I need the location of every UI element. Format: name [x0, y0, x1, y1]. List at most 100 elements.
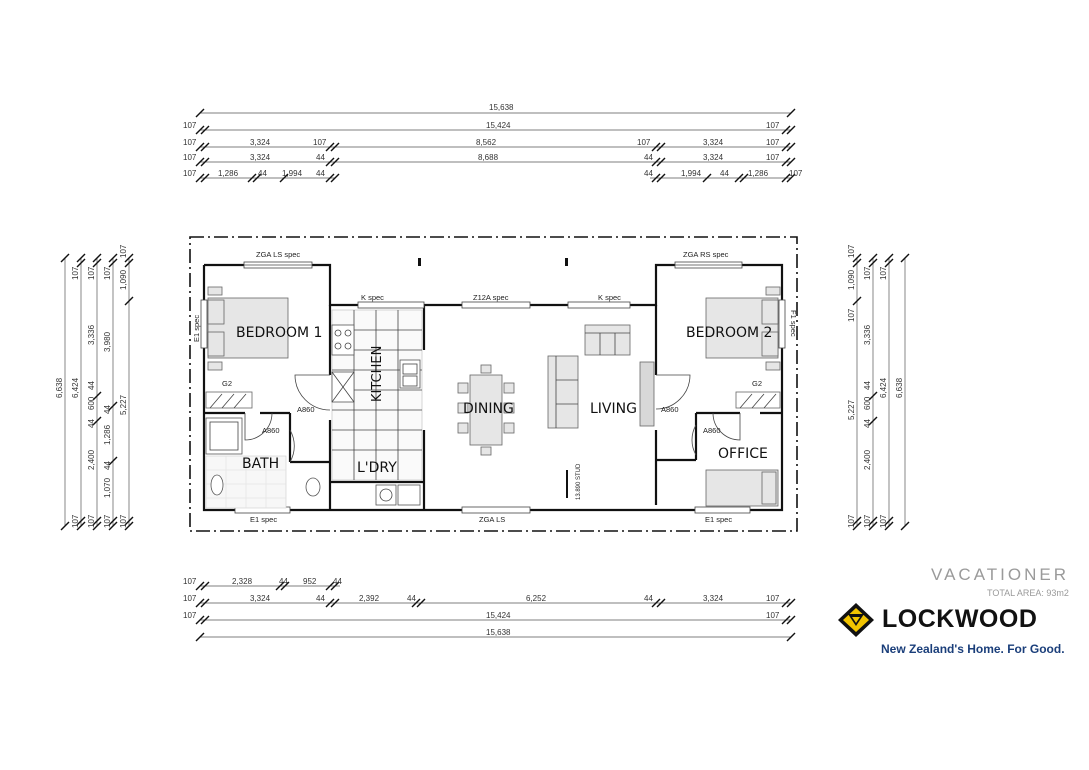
spec-label: A860: [661, 405, 679, 414]
lockwood-logo-icon: [838, 603, 874, 637]
dim-label: 1,070: [103, 477, 112, 498]
dim-label: 5,227: [119, 394, 128, 415]
dim-label: 107: [847, 514, 856, 528]
furniture: [205, 286, 781, 509]
dim-label: 44: [720, 169, 729, 178]
dim-label: 1,090: [119, 269, 128, 290]
dim-label: 2,392: [359, 594, 380, 603]
dim-label: 44: [863, 419, 872, 428]
dim-label: 2,328: [232, 577, 253, 586]
spec-labels: ZGA LS spec ZGA RS spec K spec Z12A spec…: [192, 250, 798, 524]
dim-right-overall: 6,638: [895, 377, 904, 398]
room-label-dining: DINING: [463, 401, 514, 417]
total-area: TOTAL AREA: 93m2: [987, 588, 1069, 598]
dim-label: 600: [87, 396, 96, 410]
dim-label: 1,994: [681, 169, 702, 178]
dim-label: 44: [644, 153, 653, 162]
dim-label: 44: [316, 594, 325, 603]
room-label-living: LIVING: [590, 401, 637, 417]
dim-label: 107: [863, 266, 872, 280]
dim-label: 107: [103, 266, 112, 280]
model-name: VACATIONER: [931, 565, 1069, 584]
dim-label: 8,688: [478, 153, 499, 162]
spec-label: ZGA LS: [479, 515, 505, 524]
dim-label: 44: [103, 405, 112, 414]
dim-label: 15,424: [486, 611, 511, 620]
spec-label: ZGA RS spec: [683, 250, 729, 259]
dim-label: 107: [766, 121, 780, 130]
doors: [244, 374, 741, 463]
roof-outline: [189, 236, 798, 532]
room-label-laundry: L'DRY: [357, 460, 397, 476]
spec-label: E1 spec: [192, 315, 201, 342]
dim-label: 8,562: [476, 138, 497, 147]
spec-label: K spec: [361, 293, 384, 302]
dim-label: 44: [103, 461, 112, 470]
spec-label: A860: [297, 405, 315, 414]
dim-label: 6,252: [526, 594, 547, 603]
dim-label: 1,090: [847, 269, 856, 290]
dim-label: 1,286: [103, 424, 112, 445]
room-labels: BEDROOM 1 BEDROOM 2 KITCHEN DINING LIVIN…: [236, 325, 772, 476]
spec-label: E1 spec: [705, 515, 732, 524]
dim-label: 107: [103, 514, 112, 528]
spec-label: E1 spec: [250, 515, 277, 524]
dim-label: 44: [316, 169, 325, 178]
dim-label: 3,324: [250, 594, 271, 603]
dim-label: 44: [316, 153, 325, 162]
dim-label: 107: [789, 169, 803, 178]
dim-label: 2,400: [87, 449, 96, 470]
room-label-office: OFFICE: [718, 446, 768, 462]
dim-label: 107: [766, 138, 780, 147]
dim-label: 1,286: [748, 169, 769, 178]
dim-label: 15,424: [486, 121, 511, 130]
spec-label: K spec: [598, 293, 621, 302]
dim-label: 5,227: [847, 399, 856, 420]
dim-label: 107: [183, 611, 197, 620]
dim-label: 107: [183, 594, 197, 603]
dim-label: 3,980: [103, 331, 112, 352]
dim-label: 107: [847, 308, 856, 322]
dim-label: 1,994: [282, 169, 303, 178]
dim-label: 3,336: [87, 324, 96, 345]
spec-label: ZGA LS spec: [256, 250, 300, 259]
dim-label: 107: [87, 514, 96, 528]
dim-label: 44: [863, 381, 872, 390]
dim-label: 44: [258, 169, 267, 178]
dim-label: 107: [879, 514, 888, 528]
dim-label: 44: [644, 594, 653, 603]
bottom-dimensions: 107 2,328 44 952 44 107 3,324 44 2,392 4…: [183, 577, 796, 642]
spec-label: A860: [703, 426, 721, 435]
dim-label: 107: [766, 153, 780, 162]
dim-label: 107: [863, 514, 872, 528]
dim-label: 44: [87, 419, 96, 428]
top-dimensions: 15,638 107 15,424 107 107 3,324 107 8,56…: [183, 103, 803, 183]
dim-label: 107: [183, 169, 197, 178]
dim-label: 44: [644, 169, 653, 178]
dim-label: 1,286: [218, 169, 239, 178]
stud-label: 13.890 STUD: [576, 463, 582, 500]
dim-label: 3,324: [703, 138, 724, 147]
dim-label: 44: [333, 577, 342, 586]
dim-label: 107: [71, 266, 80, 280]
dim-label: 107: [183, 121, 197, 130]
dim-label: 952: [303, 577, 317, 586]
dim-label: 2,400: [863, 449, 872, 470]
room-label-bedroom-1: BEDROOM 1: [236, 325, 322, 341]
dim-label: 3,324: [250, 153, 271, 162]
room-label-bath: BATH: [242, 456, 279, 472]
dim-label: 107: [766, 594, 780, 603]
dim-label: 107: [313, 138, 327, 147]
dim-label: 107: [87, 266, 96, 280]
room-label-kitchen: KITCHEN: [370, 346, 385, 402]
spec-label: Z12A spec: [473, 293, 509, 302]
dim-label: 44: [407, 594, 416, 603]
dim-label: 3,324: [703, 594, 724, 603]
spec-label: G2: [222, 379, 232, 388]
windows: [200, 261, 786, 514]
dim-label: 107: [879, 266, 888, 280]
dim-label: 6,424: [71, 377, 80, 398]
right-dimensions: 107 1,090 107 5,227 107 107 3,336 44 600…: [847, 244, 910, 531]
left-dimensions: 6,638 6,424 107 107 107 3,336 44 600 44 …: [55, 244, 134, 531]
